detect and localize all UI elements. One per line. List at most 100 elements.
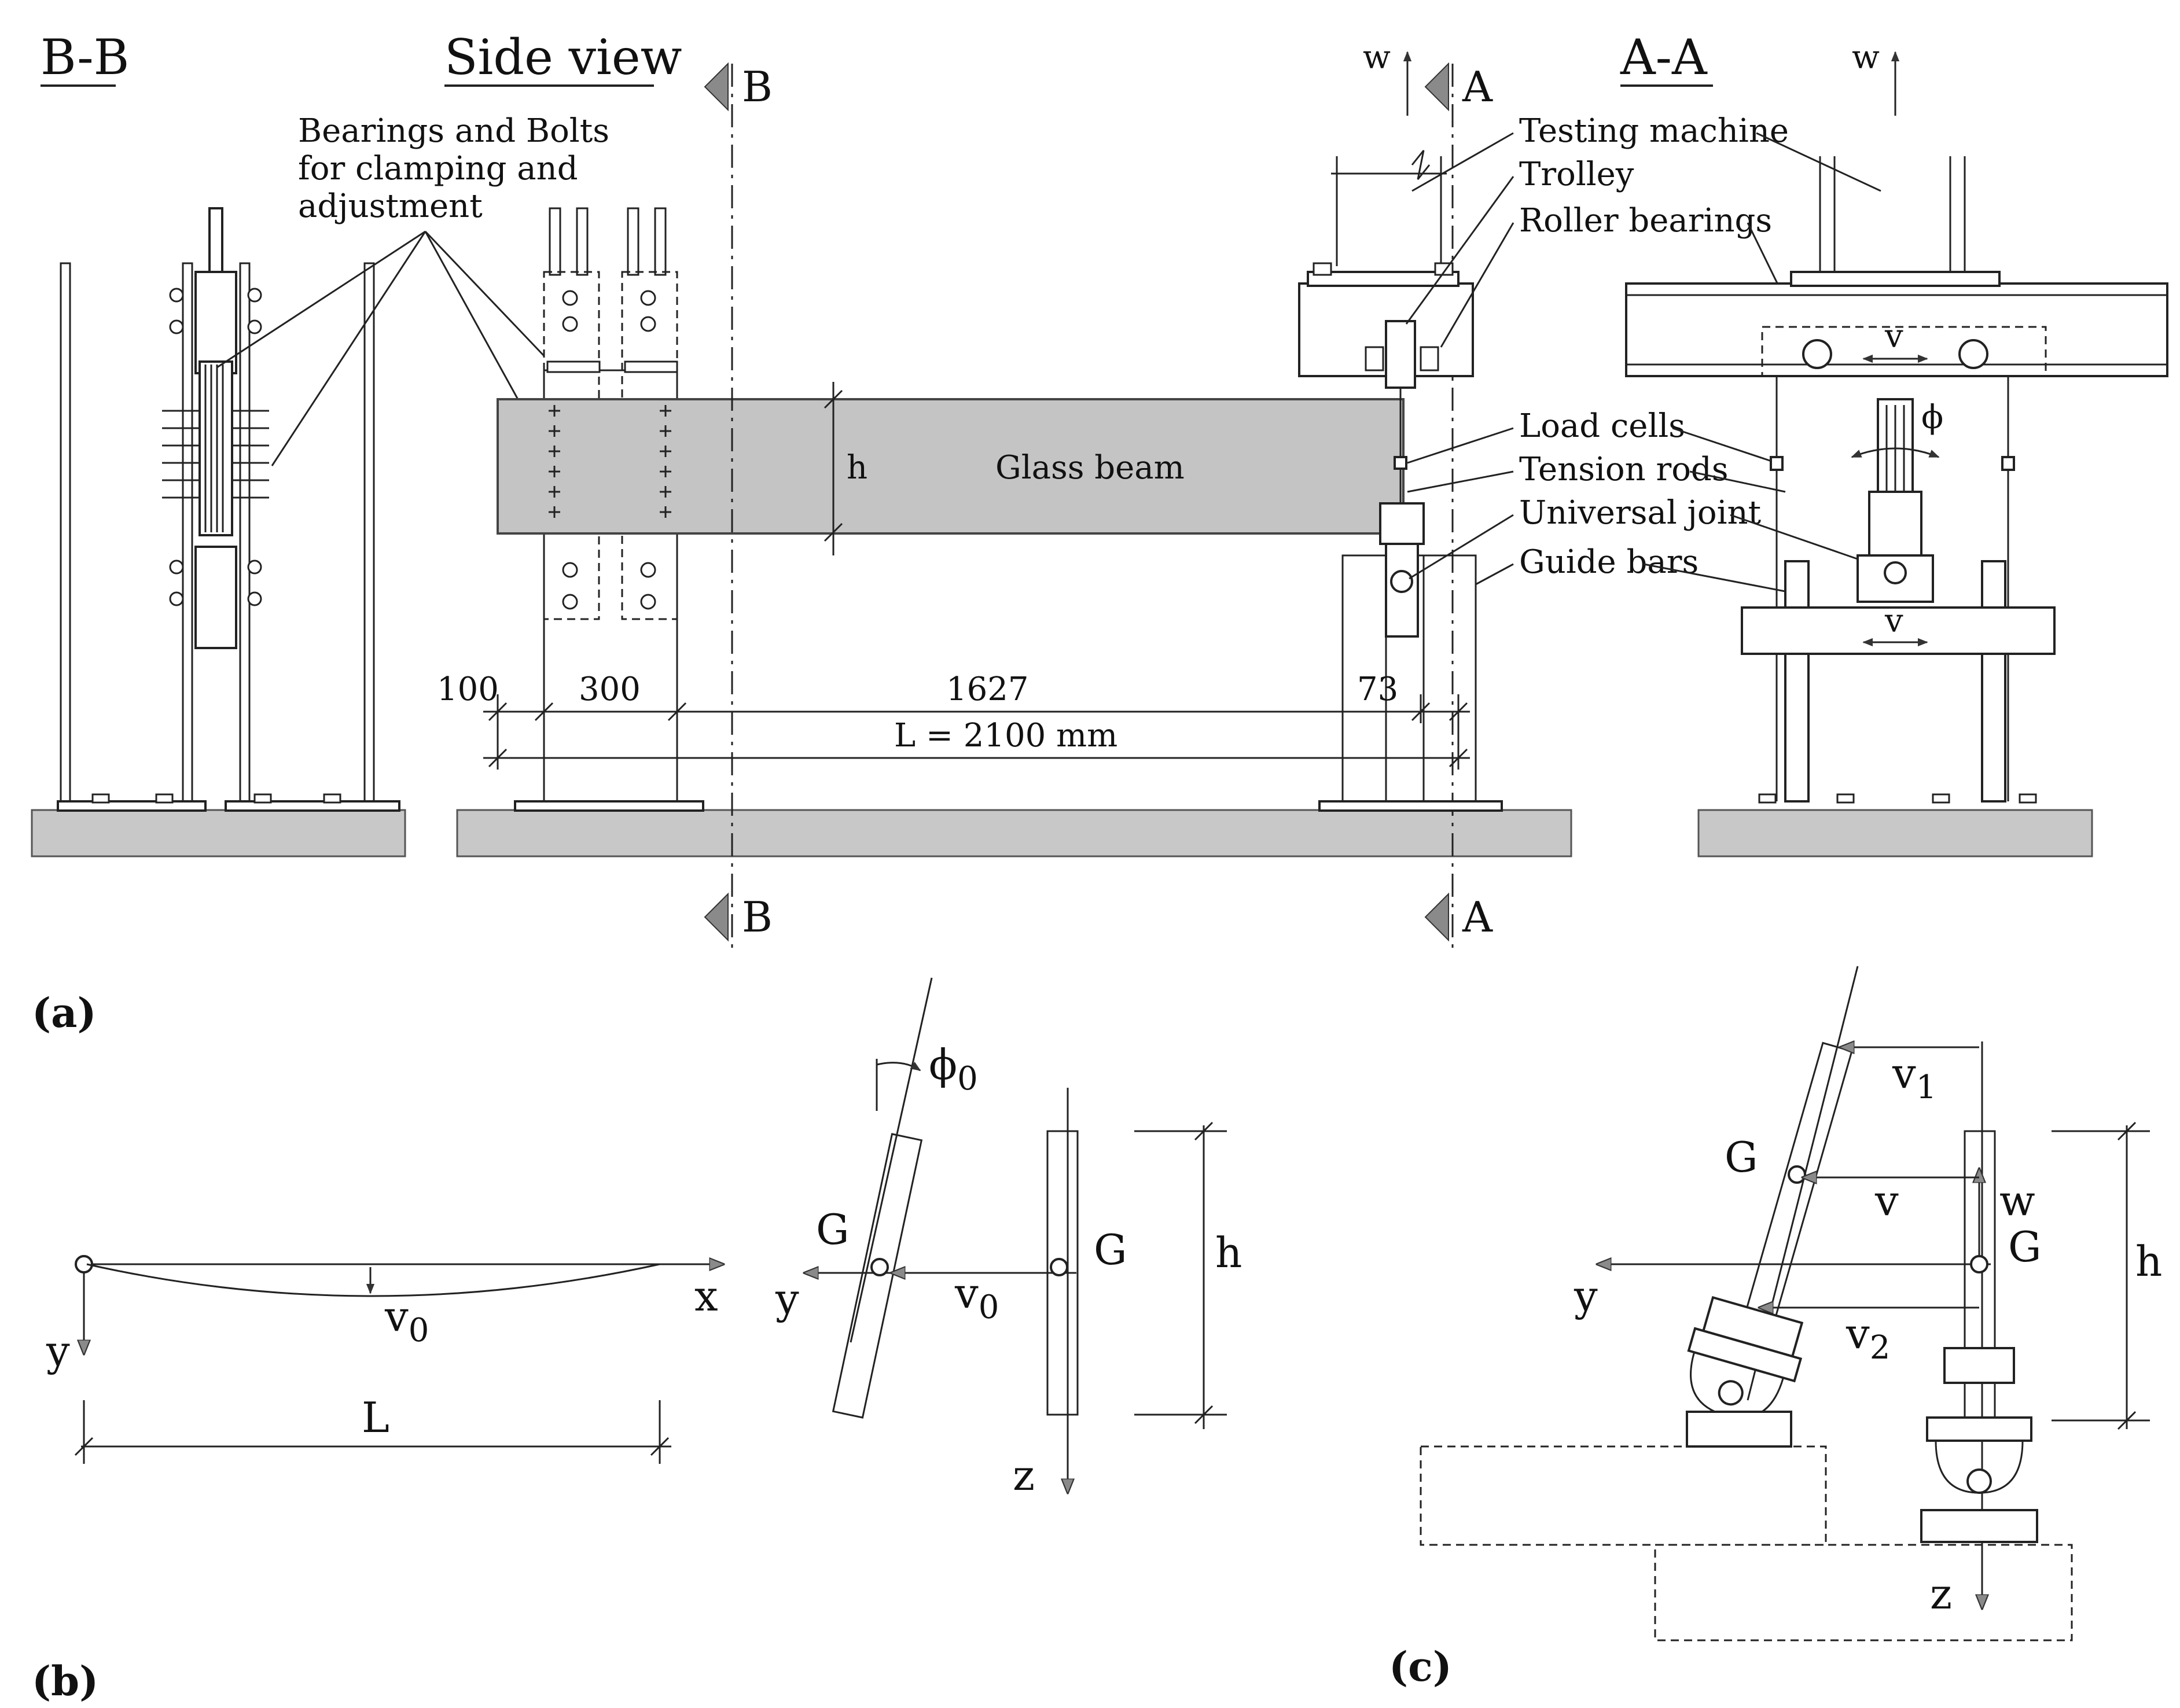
phi0-arrow	[876, 1062, 921, 1072]
section-a-label-bottom: A	[1462, 893, 1493, 941]
section-bb-view: B-B	[31, 29, 406, 857]
roller-carriage-aa	[1761, 326, 2047, 377]
callout-guide-bars: Guide bars	[1519, 543, 1699, 581]
x-label-b: x	[694, 1272, 718, 1320]
w-label-c: w	[1999, 1176, 2035, 1225]
side-dimensions	[483, 694, 1470, 770]
callout-tension-rods: Tension rods	[1519, 451, 1729, 488]
section-b-label-top: B	[742, 62, 773, 111]
bb-adjust-screws	[162, 410, 269, 499]
left-clamp-tabs	[549, 207, 667, 276]
glass-beam	[497, 398, 1405, 535]
dim-1627: 1627	[946, 671, 1029, 708]
G-label-c-right: G	[2008, 1223, 2042, 1271]
panel-c: G w y z G v1 v v2	[1389, 966, 2162, 1691]
dim-span-L: L = 2100 mm	[894, 717, 1117, 754]
universal-joint-upright	[1920, 1347, 2038, 1543]
trolley-hanger	[1385, 320, 1416, 389]
bb-glass-edge	[198, 360, 233, 536]
joint-top-block	[1379, 502, 1425, 545]
h-label-c: h	[2135, 1237, 2162, 1286]
lower-beam-ghost-right	[1654, 1544, 2073, 1641]
section-aa-view: A-A Testing machine Trolley Roller beari…	[1405, 29, 2168, 857]
glass-beam-label: Glass beam	[995, 449, 1185, 487]
right-support-base	[1318, 800, 1503, 812]
dim-100: 100	[437, 671, 499, 708]
section-bb-title: B-B	[41, 29, 129, 86]
z-label-c: z	[1930, 1570, 1952, 1618]
universal-joint-rotated	[1687, 1295, 1804, 1419]
bearings-leader-lines	[216, 230, 551, 466]
v-label-trolley: v	[1884, 318, 1903, 355]
lower-beam-ghost-left	[1420, 1445, 1827, 1546]
v-label-c: v	[1874, 1176, 1899, 1225]
bearings-note-line1: Bearings and Bolts	[298, 112, 609, 150]
frame-post-right-outer	[363, 262, 375, 803]
side-view: Side view Bearings and Bolts for clampin…	[216, 29, 1572, 955]
bb-clamp-lower	[194, 546, 237, 649]
bb-clamp-upper	[194, 271, 237, 374]
section-b-marker-bottom	[704, 892, 729, 942]
callout-load-cells: Load cells	[1519, 407, 1685, 445]
z-label-b: z	[1013, 1451, 1035, 1500]
guide-bar-right	[1981, 560, 2006, 803]
h-label-b: h	[1215, 1228, 1242, 1277]
origin-b	[75, 1255, 93, 1273]
panel-b-label: (b)	[32, 1657, 98, 1705]
ground-aa	[1697, 809, 2093, 857]
frame-post-right-inner	[239, 262, 251, 803]
roller-bearing-right	[1958, 339, 1988, 369]
v-label-guide: v	[1884, 602, 1903, 640]
frame-post-left-outer	[60, 262, 71, 803]
w-label-side: w	[1363, 39, 1391, 76]
beam-section-c-rotated	[1742, 1041, 1853, 1331]
y-label-b: y	[46, 1327, 70, 1375]
joint-base-rotated	[1686, 1411, 1792, 1448]
callout-trolley: Trolley	[1519, 156, 1634, 193]
frame-post-left-inner	[182, 262, 193, 803]
base-plate-right	[225, 800, 400, 812]
bb-bolts	[169, 288, 262, 606]
ground-bb	[31, 809, 406, 857]
section-a-marker-top	[1424, 62, 1449, 112]
y-label-c: y	[1574, 1272, 1598, 1320]
section-a-label-top: A	[1462, 62, 1493, 111]
roller-bearing-left	[1802, 339, 1832, 369]
callout-testing-machine: Testing machine	[1519, 112, 1789, 150]
phi-arrow	[1851, 447, 1940, 458]
L-label-b: L	[362, 1393, 389, 1442]
section-b-label-bottom: B	[742, 893, 773, 941]
panel-a-label: (a)	[32, 989, 97, 1037]
section-b-marker-top	[704, 62, 729, 112]
panel-a: B-B	[31, 29, 2168, 1037]
initial-imperfection-curve	[86, 1263, 660, 1297]
phi-label: ϕ	[1921, 399, 1943, 436]
ground-side	[456, 809, 1572, 857]
section-aa-title: A-A	[1620, 29, 1708, 86]
side-view-title: Side view	[444, 29, 682, 86]
h-label-side: h	[847, 449, 867, 487]
v1-label: v1	[1892, 1049, 1936, 1106]
section-a-marker-bottom	[1424, 892, 1449, 942]
dim-73: 73	[1357, 671, 1398, 708]
G-label-b-right: G	[1094, 1225, 1127, 1274]
callout-universal-joint: Universal joint	[1519, 494, 1762, 532]
guide-bar-left	[1784, 560, 1810, 803]
load-cell-side	[1394, 456, 1407, 470]
base-plate-left	[57, 800, 207, 812]
panel-c-label: (c)	[1389, 1643, 1452, 1691]
rotated-axis-b	[850, 977, 933, 1343]
G-label-b-left: G	[816, 1205, 850, 1254]
v0-label-cross: v0	[954, 1269, 999, 1326]
phi0-label: ϕ0	[929, 1040, 978, 1098]
v0-label-b: v0	[384, 1292, 429, 1349]
left-support-column	[543, 369, 678, 803]
bearings-note-line3: adjustment	[298, 187, 483, 225]
G-label-c-left: G	[1725, 1133, 1758, 1181]
left-support-base	[514, 800, 704, 812]
y-label-cross-b: y	[775, 1275, 799, 1323]
dim-300: 300	[579, 671, 641, 708]
callout-roller-bearings: Roller bearings	[1519, 202, 1772, 240]
side-clamp-bolts	[562, 290, 656, 610]
